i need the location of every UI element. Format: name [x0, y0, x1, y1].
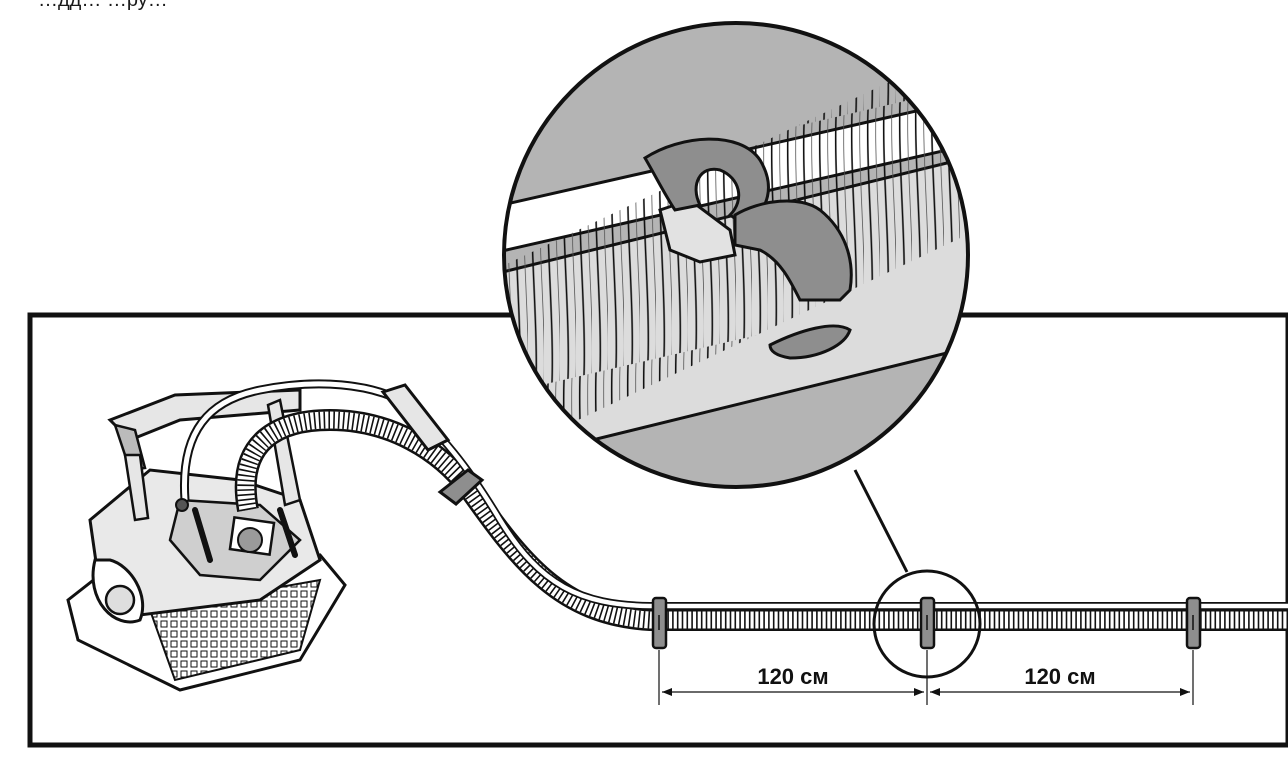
cropped-caption-text: …дд… …ру… [38, 0, 168, 11]
hose-icon [234, 383, 1288, 631]
spacing-label-1: 120 см [757, 664, 828, 689]
spacing-label-2: 120 см [1024, 664, 1095, 689]
magnifier-detail-icon [853, 469, 982, 679]
dimension-lines: 120 см 120 см [658, 650, 1194, 705]
hose-clip-icon [651, 596, 1202, 650]
clip-detail-circle [502, 21, 970, 489]
pool-robot-icon [66, 379, 403, 692]
